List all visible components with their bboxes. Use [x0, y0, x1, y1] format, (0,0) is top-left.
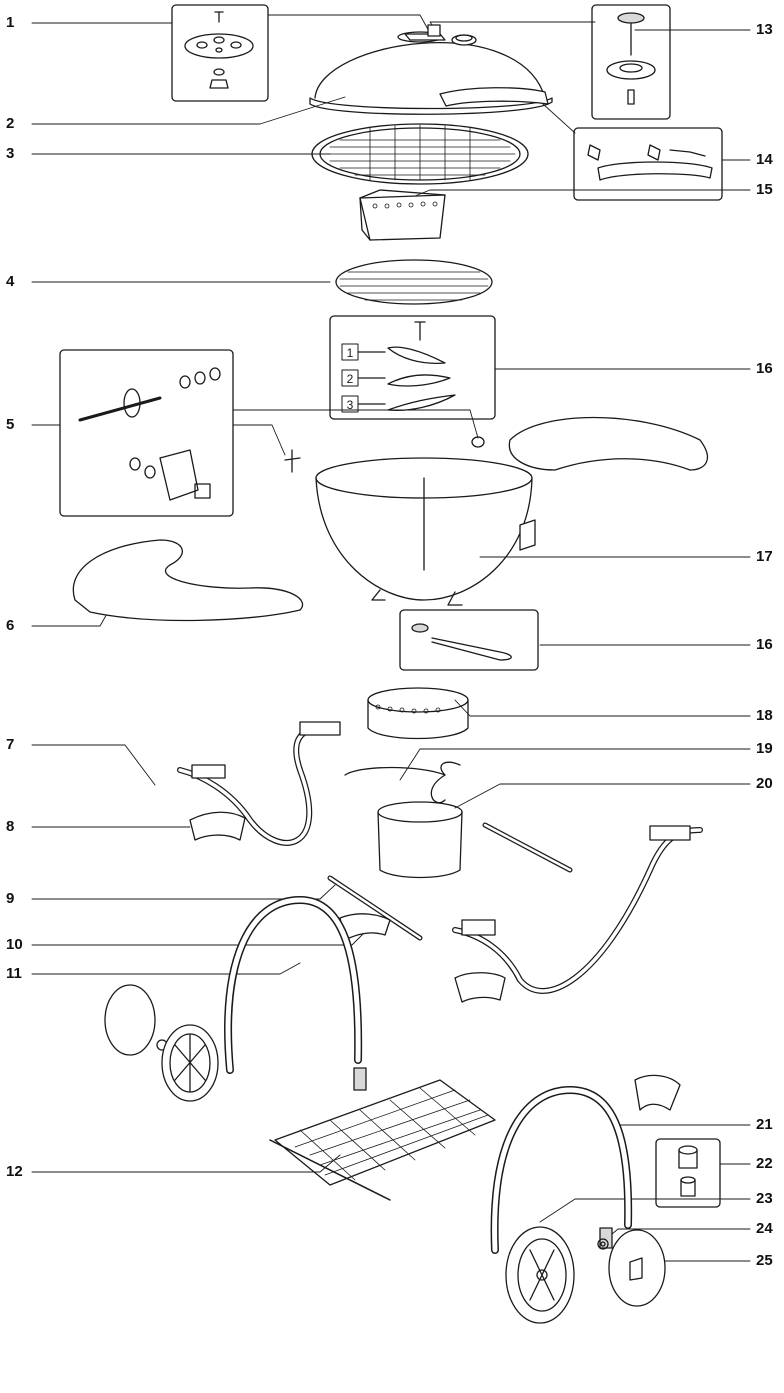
callout-4: 4 — [6, 273, 15, 290]
callout-14: 14 — [756, 151, 773, 168]
grill-bowl — [284, 436, 536, 606]
callout-10: 10 — [6, 936, 23, 953]
callout-24: 24 — [756, 1220, 773, 1237]
grill-lid — [309, 24, 553, 115]
inset-lid-handle — [573, 127, 723, 201]
callout-3: 3 — [6, 145, 15, 162]
callout-2: 2 — [6, 115, 15, 132]
callout-12: 12 — [6, 1163, 23, 1180]
ash-pan — [377, 801, 463, 879]
callout-6: 6 — [6, 617, 15, 634]
leg-bracket — [189, 811, 246, 841]
leader-lines — [31, 14, 751, 1262]
callout-13: 13 — [756, 21, 773, 38]
leg-frame-right — [452, 825, 703, 1003]
wire-clip — [344, 761, 461, 804]
charcoal-grate — [335, 259, 493, 305]
callout-20: 20 — [756, 775, 773, 792]
damper-step-2-label: 2 — [347, 372, 354, 386]
callout-21: 21 — [756, 1116, 773, 1133]
hub-cap — [608, 1229, 666, 1307]
leg-connector — [339, 913, 391, 941]
cooking-grate — [311, 123, 529, 185]
axle-rod-right — [482, 822, 573, 873]
inset-ash-tool — [399, 609, 539, 671]
callout-18: 18 — [756, 707, 773, 724]
callout-15: 15 — [756, 181, 773, 198]
callout-9: 9 — [6, 890, 15, 907]
axle-rod — [327, 875, 423, 941]
inset-damper-blades: 1 2 3 — [329, 315, 496, 420]
callout-19: 19 — [756, 740, 773, 757]
charcoal-basket — [359, 189, 446, 241]
side-table-right — [508, 416, 709, 471]
bottom-rack — [269, 1079, 496, 1201]
callout-7: 7 — [6, 736, 15, 753]
wheel-left — [104, 984, 219, 1102]
u-leg-left — [224, 896, 367, 1091]
ash-ring — [367, 687, 469, 740]
wheel-right — [505, 1226, 575, 1324]
callout-11: 11 — [6, 965, 22, 982]
callout-16a: 16 — [756, 360, 773, 377]
inset-hardware — [59, 349, 234, 517]
damper-step-1-label: 1 — [347, 346, 354, 360]
axle-nut — [597, 1238, 609, 1250]
callout-5: 5 — [6, 416, 15, 433]
callout-8: 8 — [6, 818, 15, 835]
u-leg-right — [490, 1074, 681, 1254]
callout-25: 25 — [756, 1252, 773, 1269]
inset-leg-plugs — [655, 1138, 721, 1208]
callout-17: 17 — [756, 548, 773, 565]
side-table-left — [72, 539, 303, 622]
callout-22: 22 — [756, 1155, 773, 1172]
inset-vent-assembly — [171, 4, 269, 102]
callout-1: 1 — [6, 14, 15, 31]
damper-step-3-label: 3 — [347, 398, 354, 412]
leg-frame-left — [177, 721, 341, 846]
callout-16b: 16 — [756, 636, 773, 653]
inset-thermometer — [591, 4, 671, 120]
callout-23: 23 — [756, 1190, 773, 1207]
